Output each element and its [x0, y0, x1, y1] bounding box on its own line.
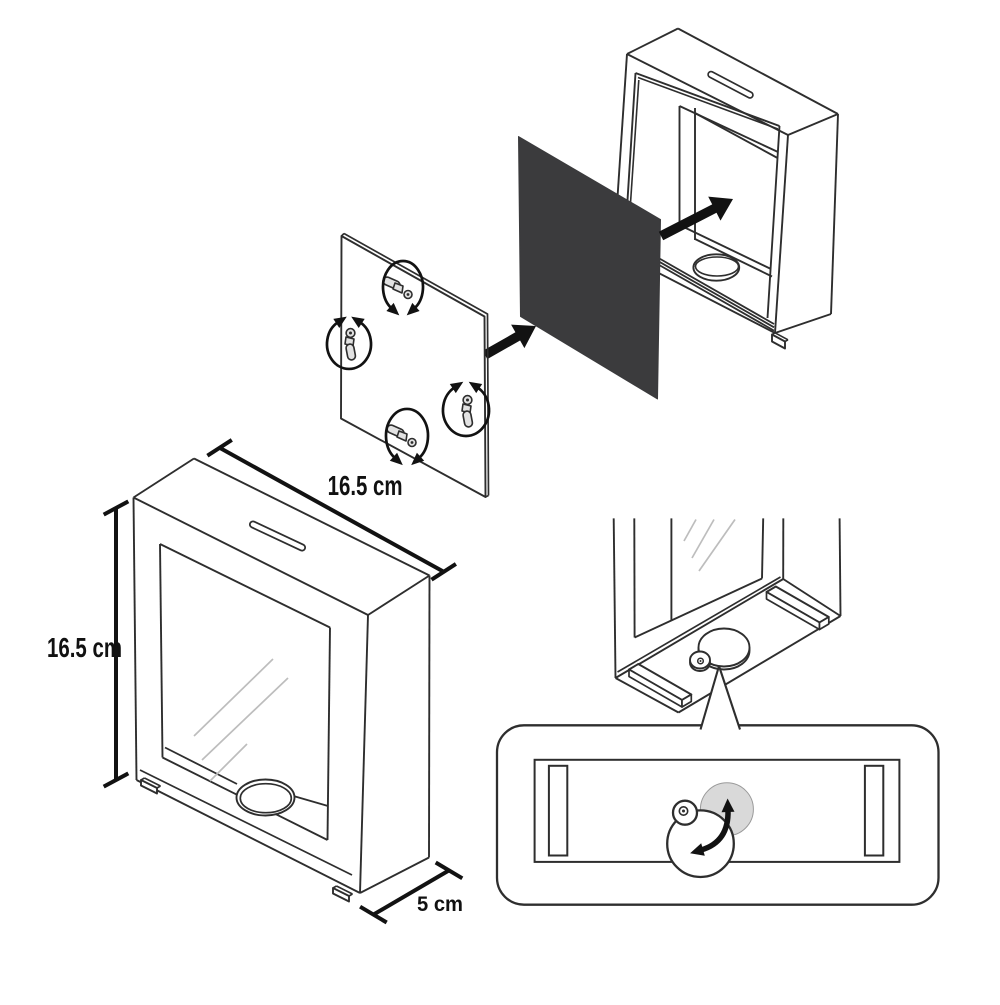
- svg-text:16.5 cm: 16.5 cm: [47, 632, 122, 663]
- svg-text:5 cm: 5 cm: [417, 893, 463, 916]
- svg-text:16.5 cm: 16.5 cm: [328, 470, 403, 501]
